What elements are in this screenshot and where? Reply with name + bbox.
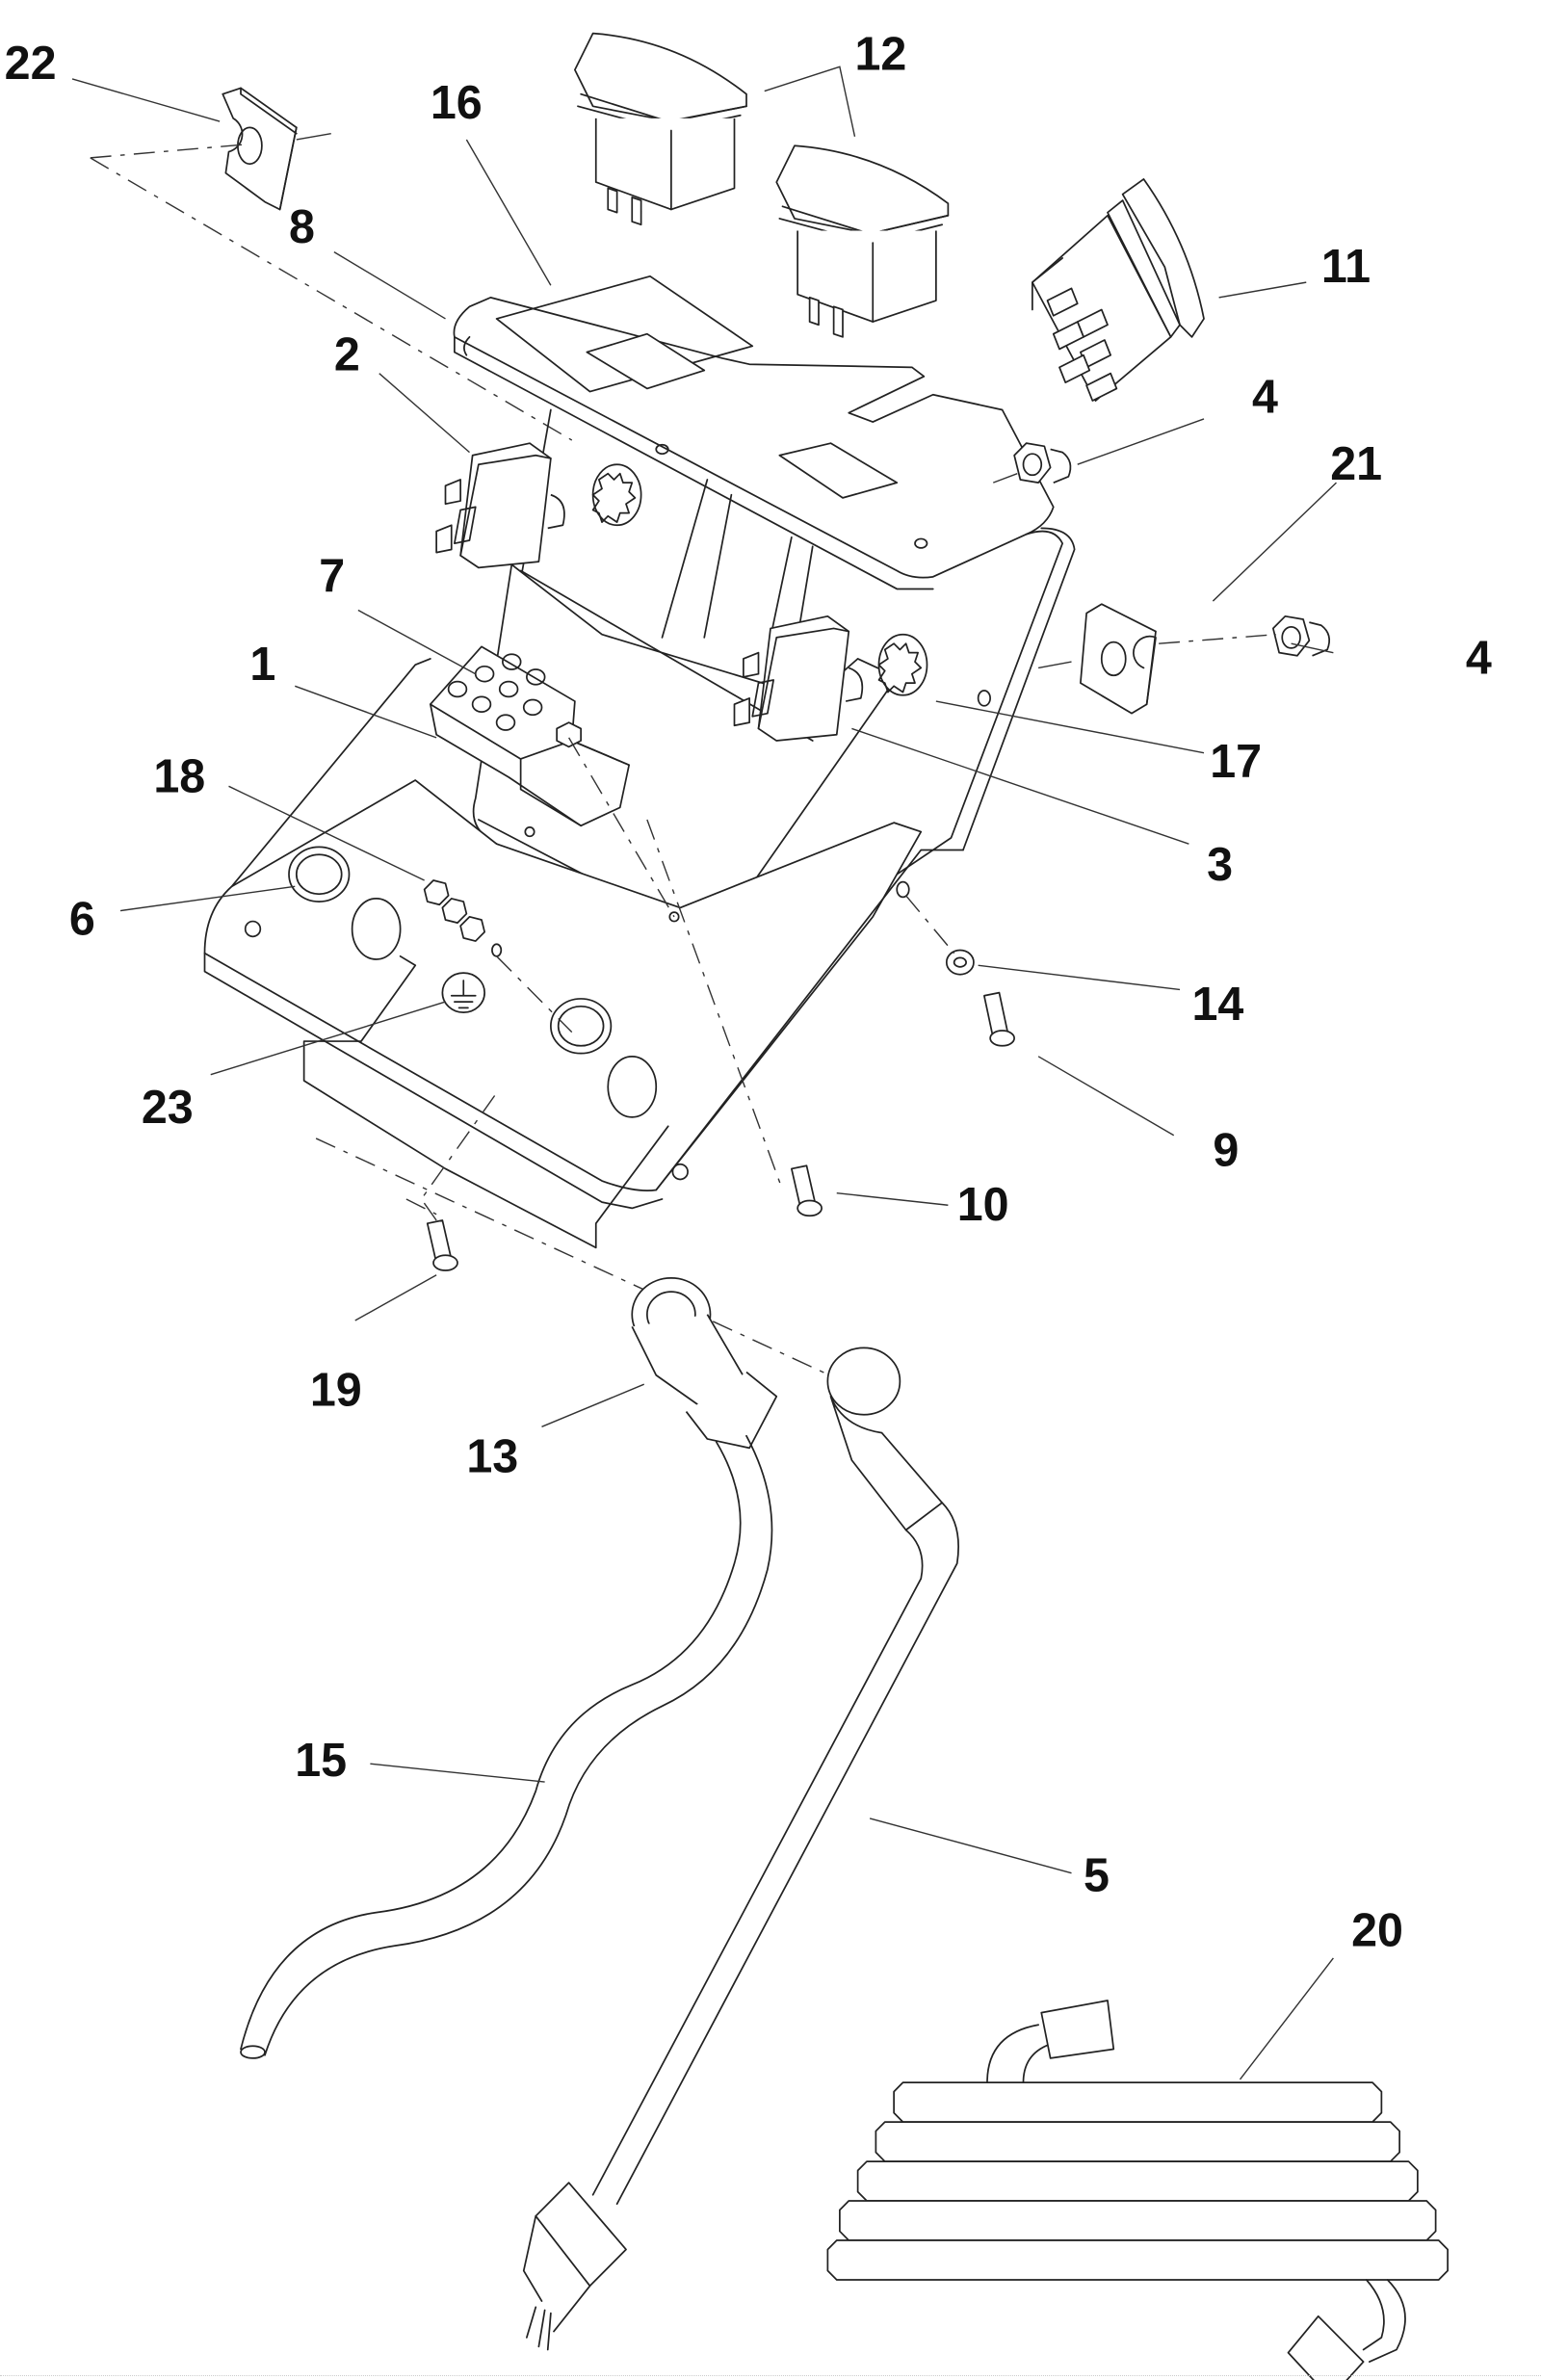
callout-22: 22 bbox=[5, 38, 57, 90]
part-1-connector-block bbox=[430, 645, 630, 827]
part-14-washer bbox=[905, 895, 975, 976]
part-20-harness-coil bbox=[826, 2000, 1449, 2380]
callout-10: 10 bbox=[957, 1179, 1009, 1231]
callout-13: 13 bbox=[466, 1430, 518, 1482]
part-4-socket-b bbox=[1159, 615, 1331, 657]
part-19-screw bbox=[420, 1092, 498, 1271]
callout-9: 9 bbox=[1213, 1124, 1239, 1176]
callout-16: 16 bbox=[431, 77, 483, 129]
part-22-clip-nut bbox=[222, 87, 331, 211]
part-15-cable bbox=[240, 1434, 773, 2059]
assembly-line-1 bbox=[568, 737, 784, 1190]
part-21-clip-nut bbox=[1037, 603, 1157, 715]
callout-20: 20 bbox=[1351, 1904, 1403, 1956]
part-8-bracket bbox=[203, 275, 1076, 1249]
callout-12: 12 bbox=[855, 28, 907, 80]
callout-5: 5 bbox=[1084, 1849, 1110, 1901]
part-12-rocker-switch-b bbox=[775, 144, 950, 338]
part-17-star-washer-a bbox=[591, 463, 642, 527]
callout-6: 6 bbox=[69, 894, 95, 946]
part-10-screw bbox=[791, 1164, 823, 1217]
callout-17: 17 bbox=[1210, 736, 1262, 788]
part-13-connector bbox=[631, 1277, 778, 1450]
bottom-border bbox=[0, 2375, 1541, 2380]
callout-8: 8 bbox=[289, 201, 315, 253]
assembly-line-22 bbox=[90, 144, 573, 441]
callout-4-lower: 4 bbox=[1466, 633, 1492, 685]
callout-11: 11 bbox=[1321, 241, 1371, 293]
part-5-switch-cable bbox=[522, 1347, 959, 2351]
leader-lines bbox=[71, 78, 1337, 2080]
part-17-star-washer-b bbox=[877, 633, 928, 696]
part-3-circuit-breaker bbox=[733, 615, 864, 742]
part-2-circuit-breaker bbox=[435, 442, 565, 569]
callout-23: 23 bbox=[142, 1082, 194, 1134]
callout-18: 18 bbox=[153, 750, 205, 802]
part-23-ground-label bbox=[441, 972, 485, 1013]
part-12-rocker-switch-a bbox=[574, 32, 747, 226]
part-7-connector-pins bbox=[447, 653, 546, 731]
callout-2: 2 bbox=[334, 328, 360, 380]
callout-7: 7 bbox=[319, 550, 345, 602]
assembly-line-13 bbox=[315, 1138, 844, 1382]
callout-15: 15 bbox=[295, 1735, 347, 1787]
callout-14: 14 bbox=[1192, 979, 1244, 1031]
callout-1: 1 bbox=[249, 639, 275, 691]
leader-12 bbox=[764, 65, 856, 137]
part-11-rocker-switch bbox=[1032, 178, 1307, 402]
callout-4-upper: 4 bbox=[1252, 371, 1278, 423]
callout-19: 19 bbox=[310, 1364, 362, 1416]
part-4-socket-a bbox=[993, 418, 1205, 484]
part-18-nuts bbox=[423, 879, 573, 1033]
part-9-screw bbox=[983, 991, 1015, 1047]
callout-3: 3 bbox=[1207, 839, 1233, 891]
callout-21: 21 bbox=[1330, 438, 1382, 490]
callout-labels: 22 12 16 8 11 2 4 21 7 1 4 17 18 3 6 14 … bbox=[5, 28, 1492, 1956]
